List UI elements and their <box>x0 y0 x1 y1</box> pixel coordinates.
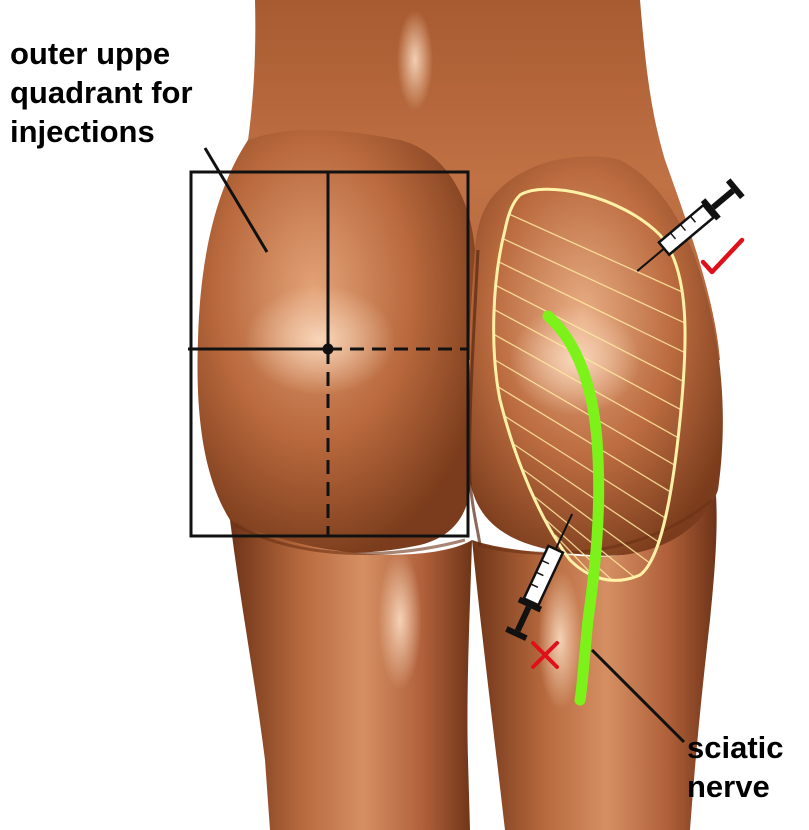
quadrant-center-dot <box>324 345 332 353</box>
sciatic-nerve-label: sciatic nerve <box>687 728 784 806</box>
highlight <box>245 285 395 395</box>
outer-upper-quadrant-label: outer uppe quadrant for injections <box>10 34 193 151</box>
body-silhouette <box>197 0 722 830</box>
highlight <box>378 550 422 690</box>
left-thigh <box>230 520 472 830</box>
label-line: nerve <box>687 767 784 806</box>
check-mark-icon <box>703 240 742 272</box>
highlight <box>397 10 433 110</box>
label-line: outer uppe <box>10 34 193 73</box>
label-line: sciatic <box>687 728 784 767</box>
label-line: injections <box>10 112 193 151</box>
label-line: quadrant for <box>10 73 193 112</box>
